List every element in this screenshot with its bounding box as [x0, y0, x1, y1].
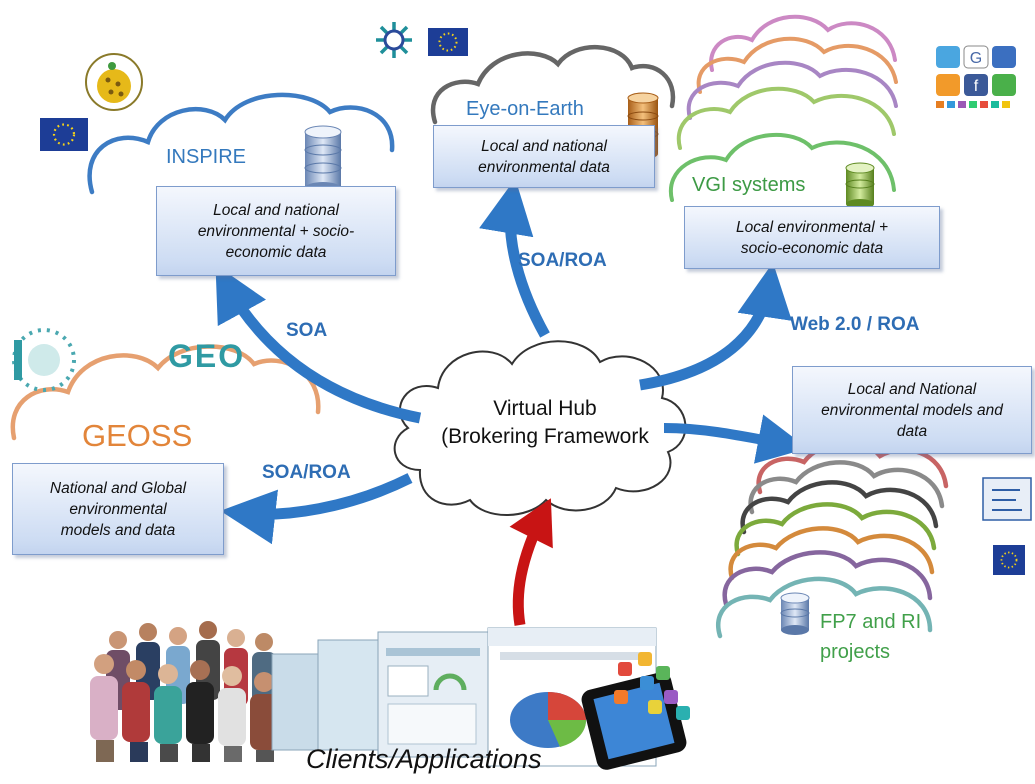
ec-document-icon — [982, 477, 1032, 521]
clients-label: Clients/Applications — [306, 744, 542, 774]
social-media-icons: G f — [936, 45, 1016, 108]
svg-text:G: G — [970, 50, 982, 67]
database-icon — [845, 162, 875, 209]
arrow-to-vgi — [639, 262, 792, 391]
clients-illustration — [90, 621, 690, 770]
edge-label-web20: Web 2.0 / ROA — [790, 314, 920, 335]
models-box-text: Local and National environmental models … — [821, 380, 1003, 440]
fp7-title: FP7 and RI projects — [820, 611, 922, 663]
arrow-to-models — [663, 414, 808, 464]
arrow-to-geoss — [220, 473, 413, 545]
eye-box-text: Local and national environmental data — [478, 137, 610, 176]
arrow-to-eye — [479, 178, 550, 338]
eye-cloud — [430, 44, 676, 125]
vgi-title: VGI systems — [692, 174, 806, 196]
geoss-box: National and Global environmental models… — [12, 463, 224, 555]
database-icon — [780, 592, 810, 635]
models-box: Local and National environmental models … — [792, 366, 1032, 454]
eu-flag-icon — [40, 118, 88, 151]
fp7-clouds — [716, 440, 949, 639]
eye-box: Local and national environmental data — [433, 125, 655, 188]
arrow-from-clients — [509, 498, 553, 626]
edge-label-soa-roa-up: SOA/ROA — [518, 250, 607, 271]
arrow-to-inspire — [215, 264, 422, 424]
inspire-logo-icon — [85, 53, 143, 111]
eu-flag-icon — [428, 28, 468, 56]
inspire-cloud — [87, 92, 395, 195]
vgi-box-text: Local environmental + socio-economic dat… — [735, 218, 889, 257]
hub-label: Virtual Hub (Brokering Framework — [441, 397, 649, 448]
geo-network-icon — [12, 328, 76, 392]
people-group — [90, 621, 278, 762]
geoss-title: GEOSS — [82, 418, 193, 453]
geoss-box-text: National and Global environmental models… — [49, 479, 187, 539]
edge-label-soa-roa-left: SOA/ROA — [262, 462, 351, 483]
eu-flag-icon — [993, 545, 1025, 575]
eye-title: Eye-on-Earth — [466, 98, 584, 120]
inspire-title: INSPIRE — [166, 146, 247, 168]
app-icons — [614, 652, 690, 720]
database-icon — [304, 125, 342, 194]
vgi-clouds — [668, 14, 898, 202]
eea-logo-icon — [376, 22, 412, 58]
geo-logo: GEO — [168, 338, 246, 374]
edge-label-soa: SOA — [286, 320, 328, 341]
vgi-box: Local environmental + socio-economic dat… — [684, 206, 940, 269]
inspire-box: Local and national environmental + socio… — [156, 186, 396, 276]
inspire-box-text: Local and national environmental + socio… — [197, 201, 355, 261]
svg-text:f: f — [974, 78, 979, 95]
